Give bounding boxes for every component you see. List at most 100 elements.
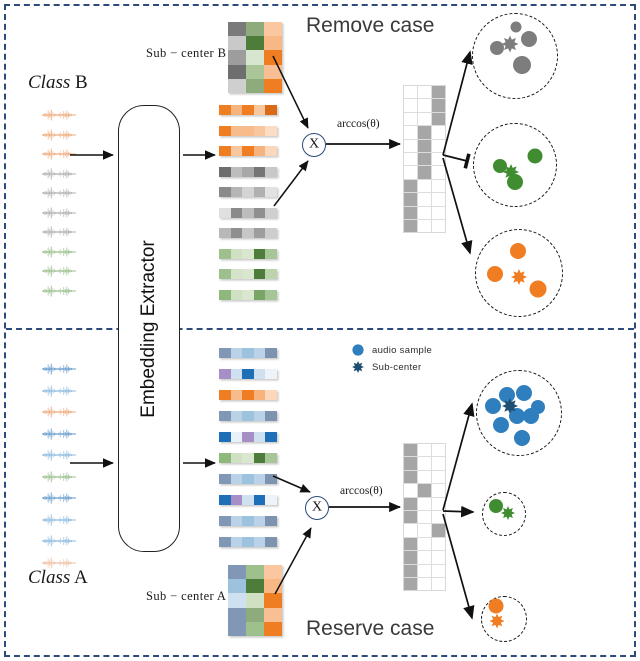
embedding-cell (230, 289, 243, 300)
embedding-cell (265, 411, 277, 421)
subcenter-a-label: Sub − center A (146, 589, 227, 603)
embedding-cell (242, 269, 254, 279)
bottom-class-label: Class A (28, 567, 88, 589)
matrix-cell (432, 470, 445, 484)
embedding-cell (230, 516, 243, 526)
embedding-cell (242, 495, 254, 505)
orange-cluster-points (487, 243, 547, 298)
embedding-cell (253, 495, 266, 505)
embedding-cell (253, 411, 266, 421)
matrix-cell (432, 457, 445, 470)
embedding-cell (265, 474, 277, 484)
embedding-cell (253, 166, 266, 177)
embedding-cell (242, 207, 254, 218)
matrix-cell (404, 152, 417, 166)
matrix-cell (418, 139, 431, 152)
embedding-cell (253, 516, 266, 526)
matrix-cell (418, 206, 431, 219)
audio-waveform-icon (42, 202, 76, 229)
matrix-cell (432, 577, 445, 591)
matrix-cell (404, 206, 417, 219)
top-arccos-label: arccos(θ) (337, 118, 380, 130)
embedding-cell (219, 207, 231, 218)
orange-cluster (475, 229, 563, 317)
embedding-cell (230, 348, 243, 358)
embedding-cell (219, 105, 231, 115)
embedding-extractor-box: Embedding Extractor (118, 105, 180, 552)
matrix-cell (432, 564, 445, 577)
bottom-class-label-plain: A (73, 567, 88, 588)
embedding-vector (219, 125, 277, 136)
embedding-cell (242, 228, 254, 238)
audio-waveform-icon (42, 104, 76, 131)
subcenter-cell (246, 36, 264, 51)
matrix-cell (432, 484, 445, 497)
audio-sample-dot (531, 400, 545, 414)
subcenter-matrix (228, 565, 282, 636)
matrix-cell (418, 457, 431, 470)
audio-waveform-icon (42, 221, 76, 248)
audio-waveform-icon (42, 280, 76, 307)
audio-sample-dot (493, 417, 509, 433)
audio-waveform-icon (42, 143, 76, 170)
embedding-cell (265, 207, 277, 218)
embedding-cell (253, 105, 266, 115)
similarity-matrix (403, 443, 446, 592)
embedding-cell (265, 248, 277, 259)
embedding-cell (242, 125, 254, 136)
embedding-cell (242, 187, 254, 197)
sub-center-star (511, 269, 527, 285)
green-cluster-points (493, 148, 543, 190)
legend-circle-icon (352, 344, 364, 356)
embedding-cell (253, 453, 266, 463)
audio-waveform-icon (42, 423, 76, 450)
matrix-cell (404, 537, 417, 551)
embedding-cell (230, 248, 243, 259)
embedding-cell (219, 125, 231, 136)
embedding-cell (265, 390, 277, 400)
audio-waveform-icon (42, 509, 76, 536)
audio-waveform-icon (42, 380, 76, 407)
matrix-cell (418, 564, 431, 577)
audio-sample-dot (509, 408, 525, 424)
matrix-cell (404, 551, 417, 564)
matrix-cell (432, 139, 445, 152)
embedding-cell (265, 166, 277, 177)
subcenter-cell (228, 593, 246, 608)
embedding-vector (219, 146, 277, 156)
subcenter-cell (264, 565, 282, 580)
matrix-cell (418, 219, 431, 233)
audio-sample-dot (490, 41, 504, 55)
matrix-cell (418, 524, 431, 537)
embedding-cell (242, 248, 254, 259)
embedding-cell (230, 495, 243, 505)
audio-waveform-icon (42, 401, 76, 428)
matrix-cell (432, 510, 445, 524)
embedding-cell (219, 369, 231, 379)
subcenter-cell (264, 593, 282, 608)
embedding-cell (230, 207, 243, 218)
embedding-vector (219, 166, 277, 177)
matrix-cell (432, 551, 445, 564)
embedding-cell (219, 411, 231, 421)
subcenter-cell (246, 607, 264, 622)
matrix-cell (432, 524, 445, 537)
green-cluster (473, 123, 557, 207)
matrix-cell (418, 444, 431, 457)
embedding-cell (253, 537, 266, 547)
bottom-arccos-label: arccos(θ) (340, 485, 383, 497)
reserve-case-title: Reserve case (306, 617, 435, 640)
matrix-cell (432, 86, 445, 99)
matrix-cell (432, 537, 445, 551)
matrix-cell (418, 179, 431, 193)
top-class-label-plain: B (75, 72, 88, 93)
embedding-vector (219, 537, 277, 547)
audio-waveform-icon (42, 182, 76, 209)
matrix-cell (432, 152, 445, 166)
matrix-cell (404, 484, 417, 497)
matrix-cell (404, 112, 417, 126)
top-operator-symbol: X (308, 136, 320, 152)
subcenter-cell (246, 22, 264, 37)
embedding-vector (219, 516, 277, 526)
embedding-cell (253, 432, 266, 442)
